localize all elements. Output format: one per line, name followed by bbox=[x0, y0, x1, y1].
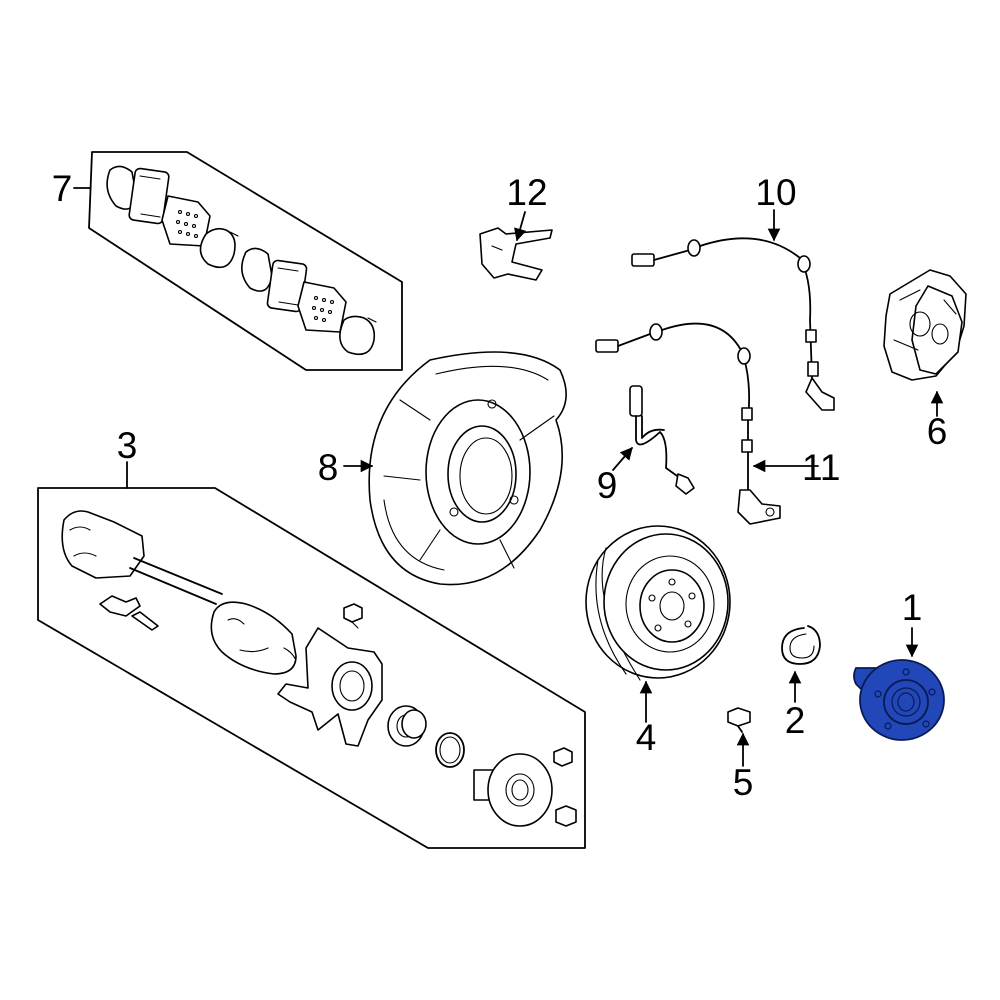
part-5-bolt[interactable] bbox=[727, 707, 751, 733]
callout-12: 12 bbox=[506, 172, 547, 213]
part-10-abs-sensor-wire[interactable] bbox=[631, 237, 835, 411]
callout-1: 1 bbox=[902, 587, 923, 628]
part-1-wheel-hub[interactable] bbox=[853, 659, 945, 741]
part-6-brake-caliper[interactable] bbox=[883, 269, 967, 381]
callout-labels: 1 2 3 4 5 6 7 8 9 10 11 12 bbox=[52, 168, 948, 803]
part-11-abs-sensor-wire[interactable] bbox=[595, 322, 781, 525]
callout-8: 8 bbox=[318, 447, 339, 488]
callout-11: 11 bbox=[802, 447, 840, 488]
leader-lines bbox=[73, 187, 944, 767]
part-8-dust-shield[interactable] bbox=[368, 351, 567, 586]
callout-5: 5 bbox=[733, 762, 754, 803]
part-7-brake-pad-kit[interactable] bbox=[88, 151, 403, 371]
part-4-brake-rotor[interactable] bbox=[585, 525, 731, 681]
part-9-brake-hose[interactable] bbox=[629, 385, 695, 495]
part-12-bracket[interactable] bbox=[479, 227, 553, 281]
part-2-snap-ring[interactable] bbox=[781, 625, 821, 665]
callout-2: 2 bbox=[785, 700, 806, 741]
callout-10: 10 bbox=[755, 172, 796, 213]
callout-3: 3 bbox=[117, 425, 138, 466]
callout-7: 7 bbox=[52, 168, 73, 209]
part-3-axle-assembly[interactable] bbox=[37, 487, 586, 849]
callout-4: 4 bbox=[636, 717, 657, 758]
callout-9: 9 bbox=[597, 465, 618, 506]
callout-6: 6 bbox=[927, 411, 948, 452]
